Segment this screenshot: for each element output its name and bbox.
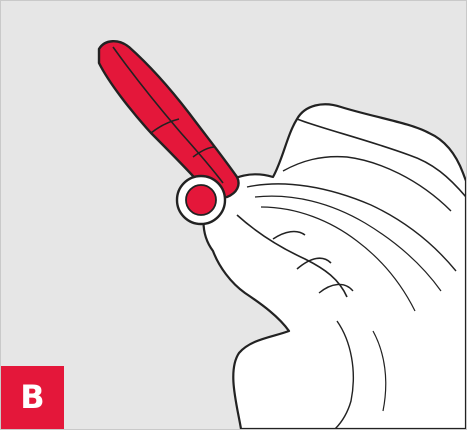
red-button: [186, 185, 216, 215]
glove-hand: [204, 104, 467, 429]
step-label-badge: B: [1, 366, 64, 429]
